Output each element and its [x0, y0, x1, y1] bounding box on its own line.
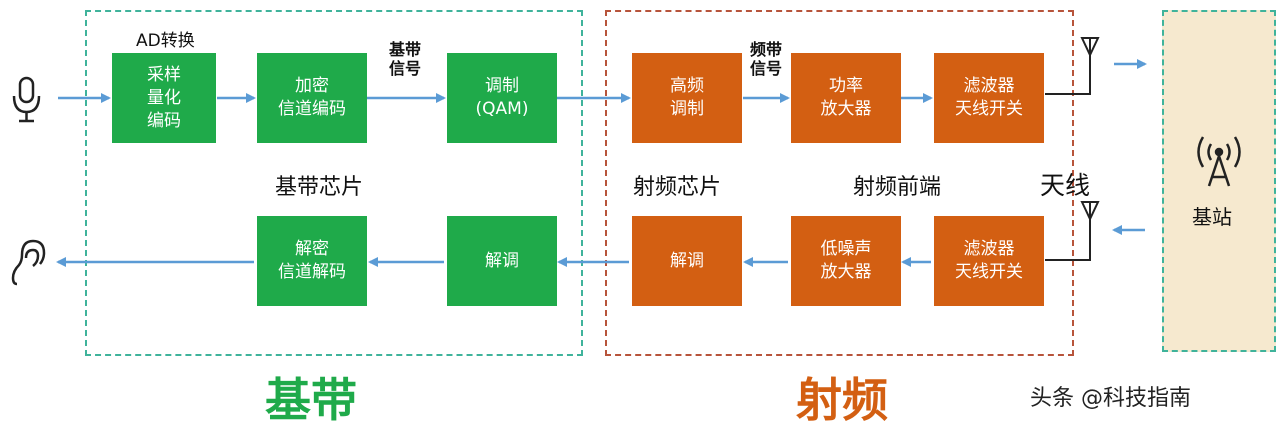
baseband-region: [85, 10, 583, 356]
sampling-quantization-box: 采样 量化 编码: [112, 53, 216, 143]
filter-antenna-switch-tx-box: 滤波器 天线开关: [934, 53, 1044, 143]
modulation-qam-box: 调制 (QAM): [447, 53, 557, 143]
hf-modulation-box: 高频 调制: [632, 53, 742, 143]
decrypt-channel-decoding-box: 解密 信道解码: [257, 216, 367, 306]
antenna-feed-rx: [1045, 212, 1091, 261]
antenna-feed-tx: [1045, 48, 1091, 95]
antenna-icon: [1080, 201, 1100, 222]
baseband-chip-label: 基带芯片: [275, 175, 364, 200]
microphone-icon: [12, 76, 41, 123]
ad-conversion-label: AD转换: [136, 31, 195, 51]
cell-tower-icon: [1197, 136, 1241, 187]
baseband-demodulation-box: 解调: [447, 216, 557, 306]
ear-icon: [11, 239, 46, 286]
base-station-region: [1162, 10, 1276, 352]
antenna-icon: [1080, 37, 1100, 58]
antenna-label: 天线: [1040, 171, 1091, 200]
rf-chip-label: 射频芯片: [633, 175, 722, 200]
rf-frontend-label: 射频前端: [853, 175, 942, 200]
rf-demodulation-box: 解调: [632, 216, 742, 306]
low-noise-amplifier-box: 低噪声 放大器: [791, 216, 901, 306]
encrypt-channel-coding-box: 加密 信道编码: [257, 53, 367, 143]
rf-region: [605, 10, 1074, 356]
baseband-signal-label: 基带 信号: [388, 40, 421, 78]
filter-antenna-switch-rx-box: 滤波器 天线开关: [934, 216, 1044, 306]
base-station-label: 基站: [1192, 205, 1232, 229]
baseband-title: 基带: [265, 373, 357, 427]
band-signal-label: 频带 信号: [749, 40, 782, 78]
rf-title: 射频: [796, 373, 888, 427]
power-amplifier-box: 功率 放大器: [791, 53, 901, 143]
watermark-text: 头条 @科技指南: [1030, 386, 1191, 411]
